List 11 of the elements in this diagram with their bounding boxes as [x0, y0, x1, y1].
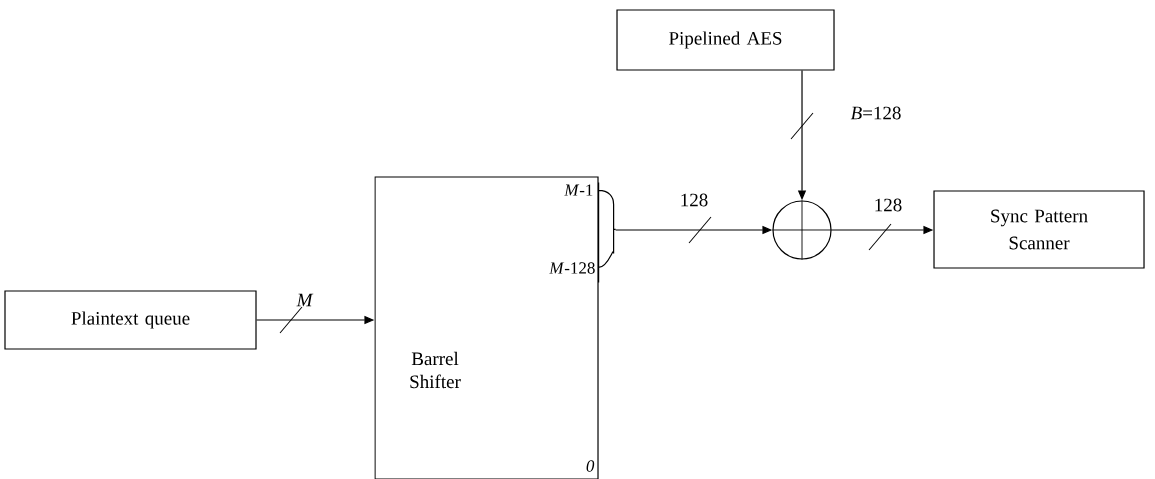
process-box: Plaintext queue	[4, 290, 257, 350]
xor-circle	[771, 199, 833, 261]
port-label: 0	[586, 460, 595, 472]
port-label: M-128	[549, 262, 595, 274]
process-box: Pipelined AES	[616, 9, 835, 71]
edge-label: B=128	[850, 106, 901, 120]
port-label: M-1	[564, 184, 593, 196]
edge-label: 128	[681, 193, 708, 207]
process-box: Sync Pattern Scanner	[933, 190, 1145, 269]
edge-label: M	[296, 293, 314, 307]
edge-label: 128	[875, 198, 902, 212]
